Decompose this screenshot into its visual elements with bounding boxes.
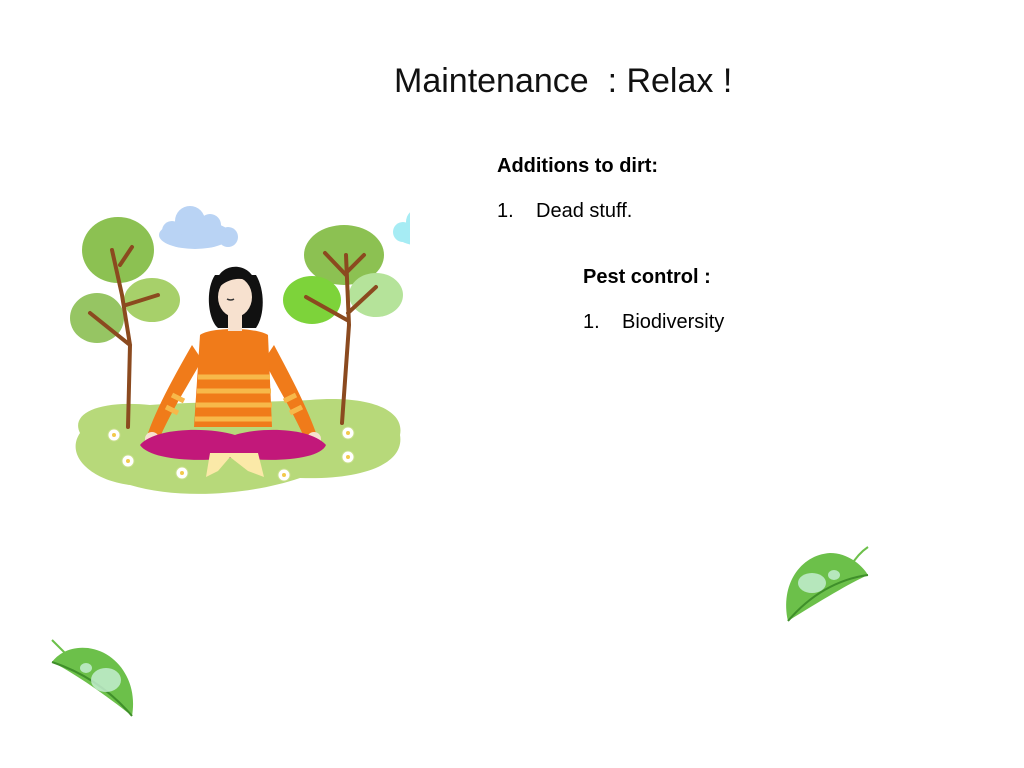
pest-control-list-item: 1. Biodiversity	[583, 309, 724, 335]
slide-title: Maintenance : Relax !	[394, 62, 733, 100]
leaf-icon	[51, 639, 134, 717]
cloud-icon	[159, 206, 238, 249]
list-number: 1.	[583, 311, 600, 333]
additions-heading: Additions to dirt:	[497, 155, 659, 177]
additions-list-item: 1. Dead stuff.	[497, 198, 632, 224]
list-item-text: Biodiversity	[622, 311, 725, 333]
meditating-woman	[140, 266, 326, 477]
leaf-icon	[786, 546, 869, 622]
tree-right	[283, 225, 403, 425]
list-number: 1.	[497, 200, 514, 222]
meditation-illustration	[70, 206, 410, 494]
tree-left	[70, 217, 180, 429]
cloud-icon	[393, 212, 410, 245]
list-item-text: Dead stuff.	[536, 200, 633, 222]
pest-control-heading: Pest control :	[583, 266, 711, 288]
